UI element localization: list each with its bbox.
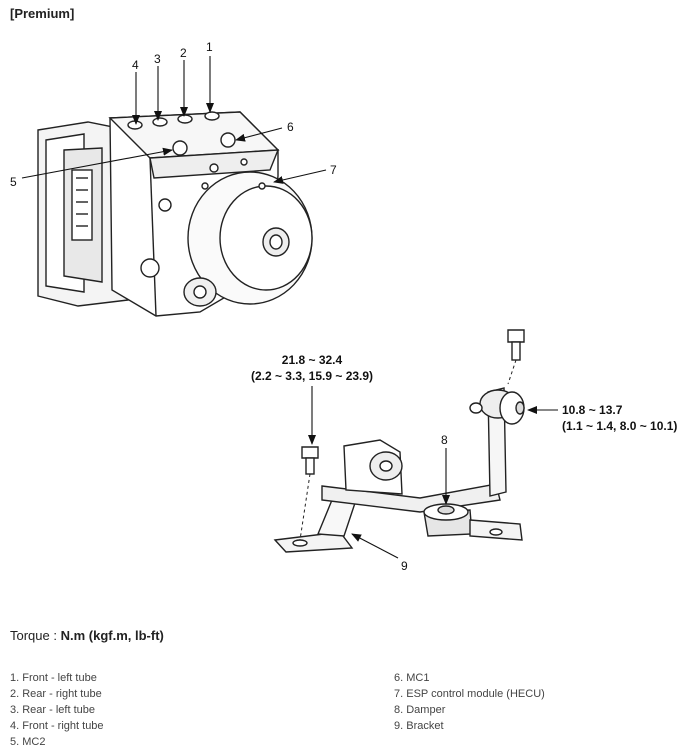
torque-unit: N.m (kgf.m, lb-ft) (60, 628, 164, 643)
callout-7: 7 (330, 163, 337, 177)
legend-item: 3. Rear - left tube (10, 704, 95, 716)
callout-4: 4 (132, 58, 139, 72)
legend-item: 8. Damper (394, 704, 446, 716)
leader-lines (21, 56, 558, 559)
legend-left: 1. Front - left tube 2. Rear - right tub… (10, 670, 104, 750)
torque-left-line2: (2.2 ~ 3.3, 15.9 ~ 23.9) (251, 369, 373, 383)
torque-right-line2: (1.1 ~ 1.4, 8.0 ~ 10.1) (562, 419, 677, 433)
callout-8: 8 (441, 433, 448, 447)
torque-unit-line: Torque : N.m (kgf.m, lb-ft) (10, 628, 164, 643)
callout-5: 5 (10, 175, 17, 189)
legend-right: 6. MC1 7. ESP control module (HECU) 8. D… (394, 670, 545, 734)
callout-3: 3 (154, 52, 161, 66)
legend-item: 6. MC1 (394, 672, 430, 684)
torque-right-line1: 10.8 ~ 13.7 (562, 403, 623, 417)
legend-item: 7. ESP control module (HECU) (394, 688, 545, 700)
callout-6: 6 (287, 120, 294, 134)
legend-item: 2. Rear - right tube (10, 688, 102, 700)
legend-item: 9. Bracket (394, 720, 444, 732)
esp-assembly-diagram: 1 2 3 4 5 6 7 8 9 21.8 ~ 32.4 (2.2 ~ 3.3… (10, 40, 677, 573)
legend-item: 5. MC2 (10, 736, 46, 748)
bracket-assembly (273, 329, 525, 553)
callout-1: 1 (206, 40, 213, 54)
torque-left-line1: 21.8 ~ 32.4 (282, 353, 343, 367)
callout-9: 9 (401, 559, 408, 573)
torque-label: Torque : (10, 628, 61, 643)
page-header: [Premium] (10, 6, 75, 21)
hecu-unit (37, 111, 313, 317)
legend-item: 4. Front - right tube (10, 720, 104, 732)
callout-2: 2 (180, 46, 187, 60)
legend-item: 1. Front - left tube (10, 672, 97, 684)
